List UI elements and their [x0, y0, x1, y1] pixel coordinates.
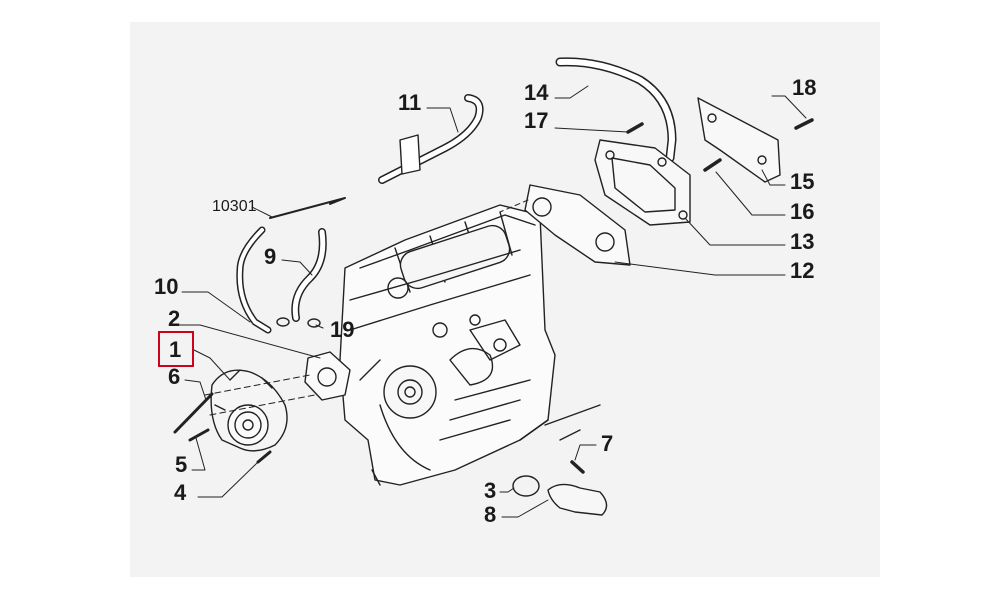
callout-5: 5 [175, 452, 188, 477]
callout-9: 9 [264, 244, 277, 269]
bracket-15 [697, 97, 781, 183]
callout-8: 8 [484, 502, 497, 527]
bolt-16 [703, 158, 722, 172]
callout-7: 7 [601, 431, 614, 456]
callout-4: 4 [174, 480, 187, 505]
callout-17: 17 [524, 108, 549, 133]
callout-14: 14 [524, 80, 549, 105]
bolt-17 [626, 122, 644, 134]
callout-18: 18 [792, 75, 817, 100]
o-ring-3 [512, 475, 540, 497]
bolt-6 [173, 392, 214, 434]
callout-1: 1 [169, 337, 182, 362]
hose-9 [291, 228, 327, 322]
callout-3: 3 [484, 478, 497, 503]
callout-6: 6 [168, 364, 181, 389]
bolt-4 [256, 450, 272, 464]
selected-part-highlight [158, 331, 194, 367]
exchanger-13 [594, 139, 691, 226]
section-line [544, 404, 601, 441]
bolt-18 [794, 118, 814, 130]
callout-19: 19 [330, 317, 355, 342]
callout-16: 16 [790, 199, 815, 224]
callout-13: 13 [790, 229, 815, 254]
leader-lines [179, 85, 807, 518]
bolt-7 [570, 460, 585, 474]
clamp-19a [276, 317, 290, 327]
callout-10301: 10301 [212, 198, 257, 215]
pump-gasket [304, 351, 351, 401]
clamp-19b [307, 318, 321, 328]
pipe-10301 [269, 197, 346, 219]
water-pump [210, 369, 288, 452]
pipe-8 [547, 483, 608, 516]
callout-2: 2 [168, 306, 181, 331]
callout-10: 10 [154, 274, 179, 299]
pipe-11 [378, 94, 484, 184]
callout-11: 11 [398, 90, 422, 115]
callout-15: 15 [790, 169, 815, 194]
bolt-5 [188, 428, 210, 442]
engine-block [339, 204, 556, 486]
callout-12: 12 [790, 258, 815, 283]
